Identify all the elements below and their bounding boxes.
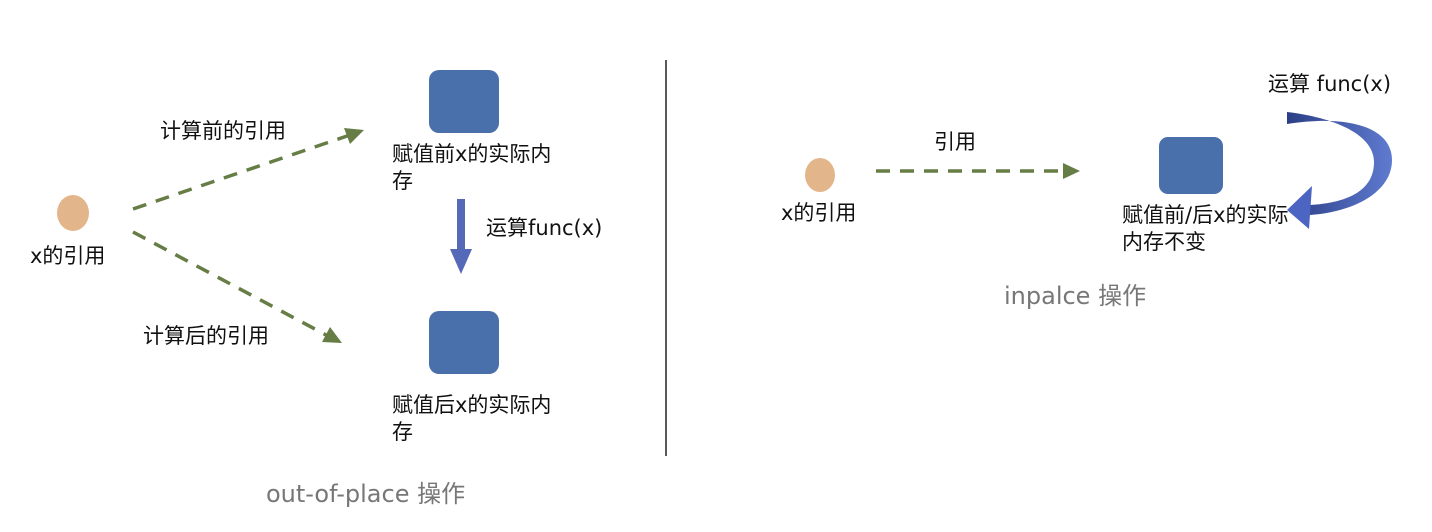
inplace-caption: inpalce 操作 [1004,282,1147,310]
before-memory-block [429,70,499,133]
before-memory-label: 赋值前x的实际内存 [392,142,552,193]
right-reference-label: x的引用 [781,201,857,225]
inplace-operation-curved-arrow [1287,112,1392,229]
after-memory-label: 赋值后x的实际内存 [392,393,552,444]
left-reference-dot [57,195,89,231]
right-reference-arrow [876,163,1080,179]
right-arrow-label: 引用 [934,130,976,154]
shared-memory-label: 赋值前/后x的实际内存不变 [1122,203,1289,254]
left-reference-label: x的引用 [30,244,106,268]
inplace-operation-label: 运算 func(x) [1268,72,1392,96]
after-reference-arrow [132,230,342,343]
shared-memory-block [1159,137,1223,194]
after-memory-block [429,311,499,374]
after-reference-label: 计算后的引用 [143,324,269,348]
before-reference-label: 计算前的引用 [160,119,286,143]
operation-down-arrow [450,199,472,274]
right-reference-dot [805,158,835,192]
before-reference-arrow [132,128,364,211]
operation-label: 运算func(x) [486,216,603,240]
out-of-place-caption: out-of-place 操作 [266,480,466,508]
